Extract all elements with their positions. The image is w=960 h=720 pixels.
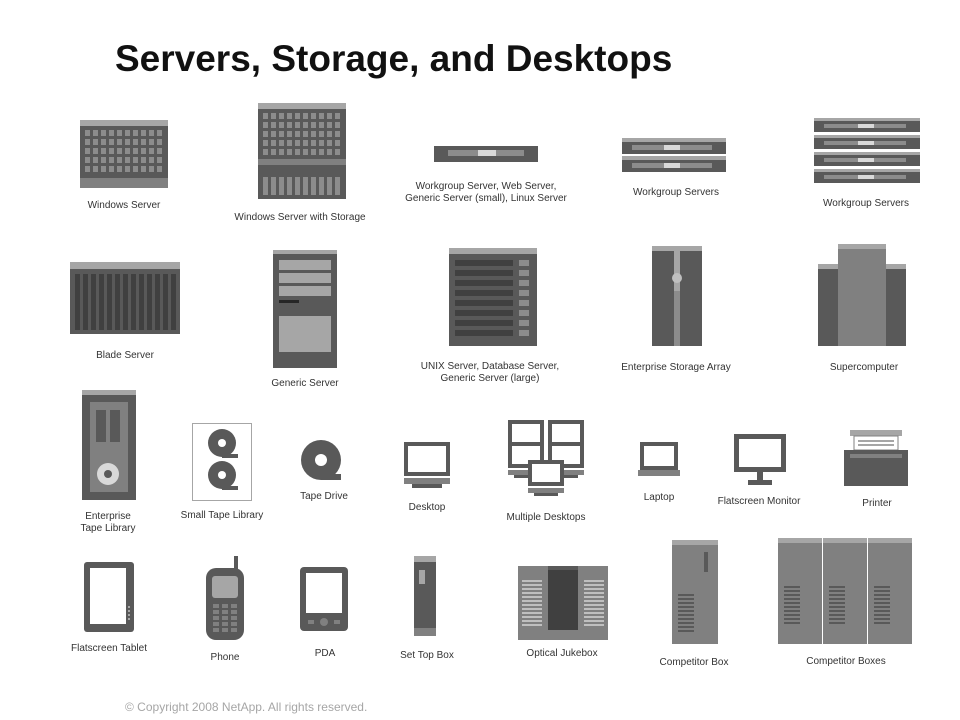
enterprise-storage-array-icon <box>652 246 702 346</box>
tape-drive-icon <box>301 440 341 480</box>
icon-label-workgroup-servers-four: Workgroup Servers <box>823 198 909 209</box>
icon-label-unix-server: UNIX Server, Database Server, Generic Se… <box>420 361 560 384</box>
icon-label-set-top-box: Set Top Box <box>400 650 454 661</box>
workgroup-server-small-icon <box>434 146 538 162</box>
workgroup-servers-two-icon <box>622 138 726 172</box>
printer-icon <box>844 430 908 486</box>
unix-server-icon <box>449 248 537 346</box>
icon-label-supercomputer: Supercomputer <box>829 362 899 373</box>
icon-label-windows-server-with-storage: Windows Server with Storage <box>234 212 366 223</box>
icon-label-flatscreen-tablet: Flatscreen Tablet <box>71 643 147 654</box>
icon-label-multiple-desktops: Multiple Desktops <box>506 512 586 523</box>
icon-label-pda: PDA <box>314 648 336 659</box>
multiple-desktops-icon <box>508 420 584 496</box>
icon-label-workgroup-servers-two: Workgroup Servers <box>633 187 719 198</box>
flatscreen-monitor-icon <box>734 434 786 485</box>
enterprise-tape-library-icon <box>82 390 136 500</box>
icon-label-blade-server: Blade Server <box>96 350 154 361</box>
pda-icon <box>300 567 348 631</box>
icon-label-flatscreen-monitor: Flatscreen Monitor <box>717 496 801 507</box>
icon-label-enterprise-tape-library: Enterprise Tape Library <box>80 511 136 534</box>
desktop-icon <box>404 442 450 488</box>
icon-label-small-tape-library: Small Tape Library <box>180 510 264 521</box>
competitor-box-icon <box>672 540 718 644</box>
small-tape-library-icon <box>192 423 252 501</box>
icon-label-optical-jukebox: Optical Jukebox <box>526 648 598 659</box>
optical-jukebox-icon <box>518 566 608 640</box>
icon-label-enterprise-storage-array: Enterprise Storage Array <box>621 362 731 373</box>
laptop-icon <box>638 442 680 476</box>
windows-server-icon <box>80 120 168 188</box>
icon-label-workgroup-server-small: Workgroup Server, Web Server, Generic Se… <box>405 181 567 204</box>
flatscreen-tablet-icon <box>84 562 134 632</box>
icon-label-competitor-boxes: Competitor Boxes <box>806 656 886 667</box>
icon-label-generic-server: Generic Server <box>271 378 339 389</box>
phone-icon <box>206 556 244 640</box>
icon-label-phone: Phone <box>210 652 240 663</box>
icon-label-windows-server: Windows Server <box>87 200 161 211</box>
workgroup-servers-four-icon <box>814 118 920 183</box>
competitor-boxes-icon <box>778 538 912 644</box>
blade-server-icon <box>70 262 180 334</box>
icon-label-tape-drive: Tape Drive <box>300 491 348 502</box>
windows-server-with-storage-icon <box>258 103 346 199</box>
copyright-footer: © Copyright 2008 NetApp. All rights rese… <box>125 700 368 714</box>
icon-label-desktop: Desktop <box>408 502 446 513</box>
page-title: Servers, Storage, and Desktops <box>115 38 673 79</box>
icon-label-competitor-box: Competitor Box <box>659 657 729 668</box>
icon-label-printer: Printer <box>862 498 892 509</box>
icon-label-laptop: Laptop <box>643 492 675 503</box>
generic-server-icon <box>273 250 337 368</box>
set-top-box-icon <box>414 556 436 636</box>
supercomputer-icon <box>818 244 906 346</box>
